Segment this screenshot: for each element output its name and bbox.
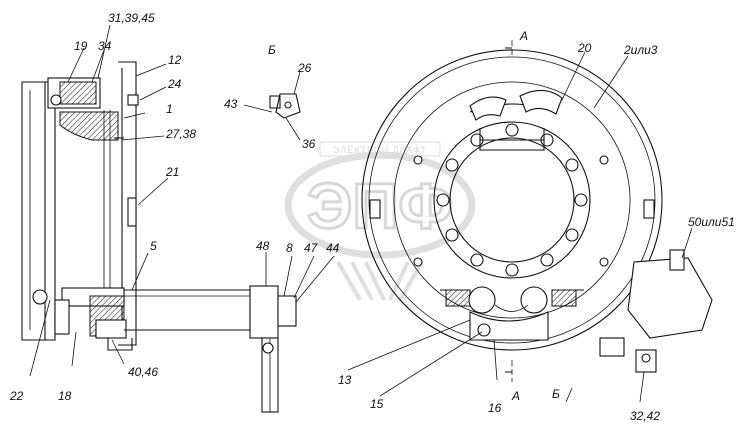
view-b-bolt bbox=[269, 93, 301, 119]
label-1: 1 bbox=[166, 102, 173, 116]
label-34: 34 bbox=[98, 39, 112, 53]
label-31-39-45: 31,39,45 bbox=[108, 11, 155, 25]
sectional-view bbox=[21, 61, 251, 351]
label-b-view: Б bbox=[268, 43, 276, 57]
label-2-or-3: 2или3 bbox=[623, 43, 658, 57]
label-48: 48 bbox=[256, 239, 270, 253]
label-50-or-51: 50или51 bbox=[688, 215, 735, 229]
watermark-name: ЭЛЕКТРОН ДРАФТ bbox=[333, 145, 427, 155]
leader-lines bbox=[29, 24, 693, 403]
label-43: 43 bbox=[224, 97, 238, 111]
label-19: 19 bbox=[74, 39, 88, 53]
label-27-38: 27,38 bbox=[165, 127, 196, 141]
label-24: 24 bbox=[167, 77, 182, 91]
brake-drum-front-view bbox=[361, 40, 713, 382]
label-40-46: 40,46 bbox=[128, 365, 158, 379]
label-21: 21 bbox=[165, 165, 179, 179]
label-36: 36 bbox=[302, 137, 316, 151]
lever-detail bbox=[249, 285, 297, 413]
label-16: 16 bbox=[488, 401, 502, 415]
label-a-bottom: А bbox=[511, 389, 520, 403]
label-13: 13 bbox=[338, 373, 352, 387]
label-5: 5 bbox=[150, 239, 157, 253]
label-b-arrow: Б bbox=[552, 387, 560, 401]
label-22: 22 bbox=[9, 389, 24, 403]
label-47: 47 bbox=[304, 241, 319, 255]
callout-labels: 31,39,45 19 34 12 24 1 27,38 21 5 22 18 … bbox=[9, 11, 735, 423]
watermark-logo: ЭЛЕКТРОН ДРАФТ ЭПФ bbox=[284, 141, 476, 302]
label-32-42: 32,42 bbox=[630, 409, 660, 423]
label-26: 26 bbox=[297, 61, 312, 75]
label-18: 18 bbox=[58, 389, 72, 403]
label-44: 44 bbox=[326, 241, 340, 255]
label-a-top: А bbox=[519, 29, 528, 43]
label-8: 8 bbox=[286, 241, 293, 255]
label-15: 15 bbox=[370, 397, 384, 411]
label-20: 20 bbox=[577, 41, 592, 55]
label-12: 12 bbox=[168, 53, 182, 67]
